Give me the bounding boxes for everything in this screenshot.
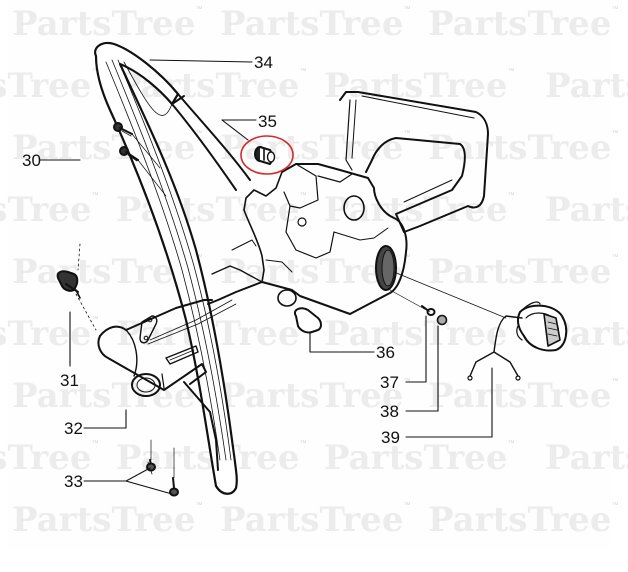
watermark: PartsTree™ (0, 438, 99, 478)
part-39-fuel-cap[interactable] (467, 301, 568, 381)
watermark: PartsTree™ (0, 66, 99, 106)
callout-36[interactable]: 36 (376, 343, 395, 362)
watermark: PartsTree (545, 438, 628, 478)
assembly-lines (75, 243, 97, 331)
watermark: PartsTree™ (12, 376, 202, 416)
watermark: PartsTree™ (324, 314, 515, 354)
callout-31[interactable]: 31 (60, 371, 79, 390)
watermark: PartsTree™ (428, 376, 619, 416)
part-31-buffer[interactable] (56, 270, 81, 299)
part-33-screws[interactable] (146, 459, 179, 497)
watermark: PartsTree™ (220, 128, 411, 168)
watermark: PartsTree™ (428, 500, 619, 540)
watermark: PartsTree™ (12, 500, 203, 540)
callout-32[interactable]: 32 (64, 419, 83, 438)
watermark: PartsTree (545, 66, 628, 106)
watermark: PartsTree™ (220, 376, 411, 416)
highlight-circle (240, 135, 294, 175)
leader-lines (39, 59, 493, 495)
watermark: PartsTree™ (12, 4, 203, 44)
assembly-lines-solid (131, 133, 507, 479)
watermark: PartsTree™ (220, 4, 411, 44)
callout-38[interactable]: 38 (380, 402, 399, 421)
callout-35[interactable]: 35 (258, 112, 277, 131)
watermark: PartsTree™ (428, 4, 619, 44)
watermark: PartsTree™ (324, 66, 515, 106)
watermark: PartsTree™ (0, 314, 99, 354)
part-36-rubber-plug[interactable] (294, 307, 322, 334)
callout-33[interactable]: 33 (64, 472, 83, 491)
part-35-plug[interactable] (254, 146, 276, 165)
watermark: PartsTree™ (220, 500, 411, 540)
part-34-front-handle[interactable] (94, 41, 251, 495)
watermark: PartsTree™ (324, 438, 515, 478)
callout-39[interactable]: 39 (381, 428, 400, 447)
watermark: PartsTree™ (12, 252, 202, 292)
watermark: PartsTree (545, 190, 628, 230)
watermark: PartsTree™ (0, 190, 99, 230)
part-30-screws[interactable] (113, 122, 139, 162)
part-32-bracket[interactable] (97, 299, 237, 471)
callout-30[interactable]: 30 (22, 151, 41, 170)
watermark: PartsTree™ (428, 252, 619, 292)
watermark: PartsTree™ (428, 128, 619, 168)
part-38-nut[interactable] (436, 314, 448, 326)
part-37-screw[interactable] (421, 305, 436, 316)
callout-34[interactable]: 34 (254, 53, 273, 72)
watermark: PartsTree™ (116, 438, 307, 478)
main-housing[interactable] (207, 91, 489, 315)
callout-37[interactable]: 37 (380, 373, 399, 392)
